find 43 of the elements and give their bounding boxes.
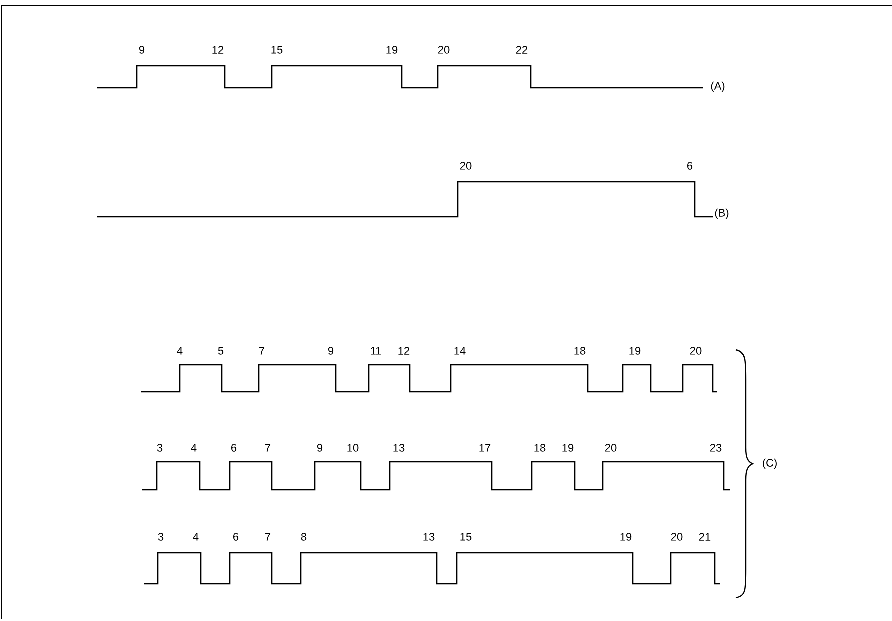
time-label: 7 (266, 444, 271, 452)
time-label: 4 (177, 347, 183, 355)
time-label: 19 (386, 46, 398, 54)
time-label: 19 (562, 444, 574, 452)
time-label: 19 (620, 533, 632, 541)
time-label: 11 (371, 347, 382, 355)
time-label: 23 (710, 444, 722, 452)
time-label: 3 (158, 533, 164, 541)
time-label: 13 (394, 444, 405, 452)
time-label: 7 (266, 533, 271, 541)
time-label: 10 (348, 444, 359, 452)
time-label: 3 (157, 444, 163, 452)
time-label: 20 (690, 347, 702, 355)
time-label: 21 (699, 533, 711, 541)
time-label: 6 (234, 533, 239, 541)
time-label: 20 (671, 533, 683, 541)
time-label: 7 (260, 347, 265, 355)
time-label: 19 (630, 347, 641, 355)
time-label: 22 (516, 46, 528, 54)
time-label: 17 (480, 444, 491, 452)
time-label: 6 (688, 162, 693, 170)
time-label: 20 (605, 444, 617, 452)
time-label: 9 (317, 444, 323, 452)
time-label: 8 (301, 533, 307, 541)
time-label: 15 (460, 533, 472, 541)
time-label: 4 (191, 444, 197, 452)
time-label: 9 (139, 46, 145, 54)
time-label: 15 (272, 46, 283, 54)
time-label: 5 (218, 347, 224, 355)
row-label: (A) (711, 82, 725, 92)
time-label: 12 (212, 46, 224, 54)
time-label: 18 (574, 347, 586, 355)
time-label: 18 (534, 444, 546, 452)
time-label: 6 (232, 444, 237, 452)
time-label: 20 (438, 46, 450, 54)
time-label: 12 (398, 347, 410, 355)
time-label: 13 (424, 533, 435, 541)
time-label: 4 (193, 533, 199, 541)
time-label: 20 (460, 162, 472, 170)
row-label: (C) (763, 458, 777, 470)
row-label: (B) (715, 208, 729, 220)
time-label: 9 (328, 347, 334, 355)
time-label: 14 (454, 347, 466, 355)
